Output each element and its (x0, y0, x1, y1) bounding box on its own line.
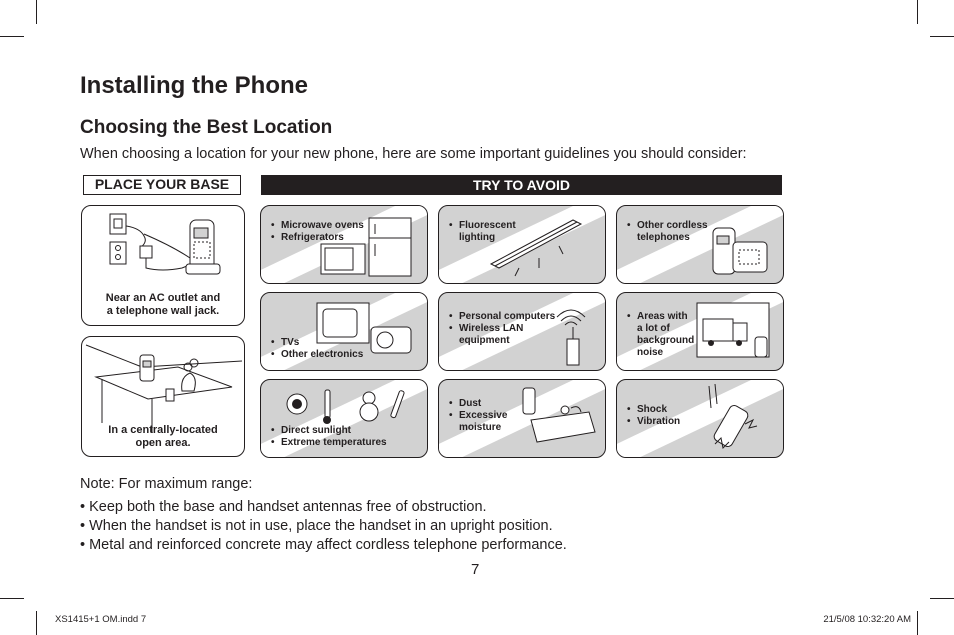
avoid-item: moisture (459, 422, 502, 433)
crop-mark (0, 598, 24, 599)
avoid-item: Excessive (449, 410, 507, 422)
crop-mark (36, 611, 37, 635)
caption-line: open area. (135, 437, 191, 449)
try-to-avoid-header: TRY TO AVOID (261, 175, 782, 195)
bullet-item: • When the handset is not in use, place … (80, 518, 553, 534)
intro-text: When choosing a location for your new ph… (80, 146, 747, 162)
avoid-item: Extreme temperatures (271, 437, 387, 449)
avoid-item: Fluorescent (449, 220, 516, 232)
crop-mark (36, 0, 37, 24)
place-your-base-header: PLACE YOUR BASE (83, 175, 241, 195)
microwave-refrigerator-illustration (261, 206, 427, 283)
avoid-item: Dust (449, 398, 507, 410)
crop-mark (0, 36, 24, 37)
avoid-card-noise: Areas with a lot of background noise (616, 292, 784, 371)
section-title: Choosing the Best Location (80, 117, 333, 138)
avoid-item: Refrigerators (271, 232, 364, 244)
avoid-item: Wireless LAN (449, 323, 555, 335)
avoid-item: Vibration (627, 416, 680, 428)
avoid-card-cordless: Other cordless telephones (616, 205, 784, 284)
avoid-item: Shock (627, 404, 680, 416)
avoid-item: noise (637, 347, 664, 358)
avoid-card-fluorescent: Fluorescent lighting (438, 205, 606, 284)
avoid-item: telephones (637, 232, 690, 243)
avoid-card-dust: Dust Excessive moisture (438, 379, 606, 458)
caption-line: In a centrally-located (108, 424, 218, 436)
footer-file: XS1415+1 OM.indd 7 (55, 614, 147, 625)
avoid-card-tv: TVs Other electronics (260, 292, 428, 371)
avoid-item: Direct sunlight (271, 425, 387, 437)
page-number: 7 (471, 561, 480, 578)
caption-line: a telephone wall jack. (106, 305, 220, 317)
note-text: Note: For maximum range: (80, 476, 253, 492)
crop-mark (917, 611, 918, 635)
table-phone-illustration (85, 344, 243, 433)
cordless-phone-illustration (617, 206, 783, 283)
truck-window-illustration (617, 293, 783, 370)
crop-mark (917, 0, 918, 24)
outlet-phone-illustration (109, 213, 221, 275)
page-title: Installing the Phone (80, 72, 309, 99)
crop-mark (930, 598, 954, 599)
sink-phone-illustration (439, 380, 605, 457)
caption-line: Near an AC outlet and (105, 292, 221, 304)
falling-phone-illustration (617, 380, 783, 457)
place-card-outlet: Near an AC outlet and a telephone wall j… (81, 205, 245, 326)
avoid-item: Areas with (627, 311, 694, 323)
bullet-item: • Keep both the base and handset antenna… (80, 499, 487, 515)
avoid-item: TVs (271, 337, 363, 349)
avoid-card-computers: Personal computers Wireless LAN equipmen… (438, 292, 606, 371)
avoid-item: Other electronics (271, 349, 363, 361)
crop-mark (930, 36, 954, 37)
bullet-item: • Metal and reinforced concrete may affe… (80, 537, 567, 553)
avoid-item: Personal computers (449, 311, 555, 323)
footer-timestamp: 21/5/08 10:32:20 AM (823, 614, 911, 625)
avoid-item: a lot of (637, 323, 670, 334)
place-card-central: In a centrally-located open area. (81, 336, 245, 457)
avoid-item: Other cordless (627, 220, 708, 232)
fluorescent-light-illustration (439, 206, 605, 283)
avoid-item: background (637, 335, 695, 346)
avoid-item: Microwave ovens (271, 220, 364, 232)
avoid-card-sunlight: Direct sunlight Extreme temperatures (260, 379, 428, 458)
avoid-card-microwave: Microwave ovens Refrigerators (260, 205, 428, 284)
avoid-item: lighting (459, 232, 496, 243)
avoid-item: equipment (459, 335, 510, 346)
avoid-card-shock: Shock Vibration (616, 379, 784, 458)
